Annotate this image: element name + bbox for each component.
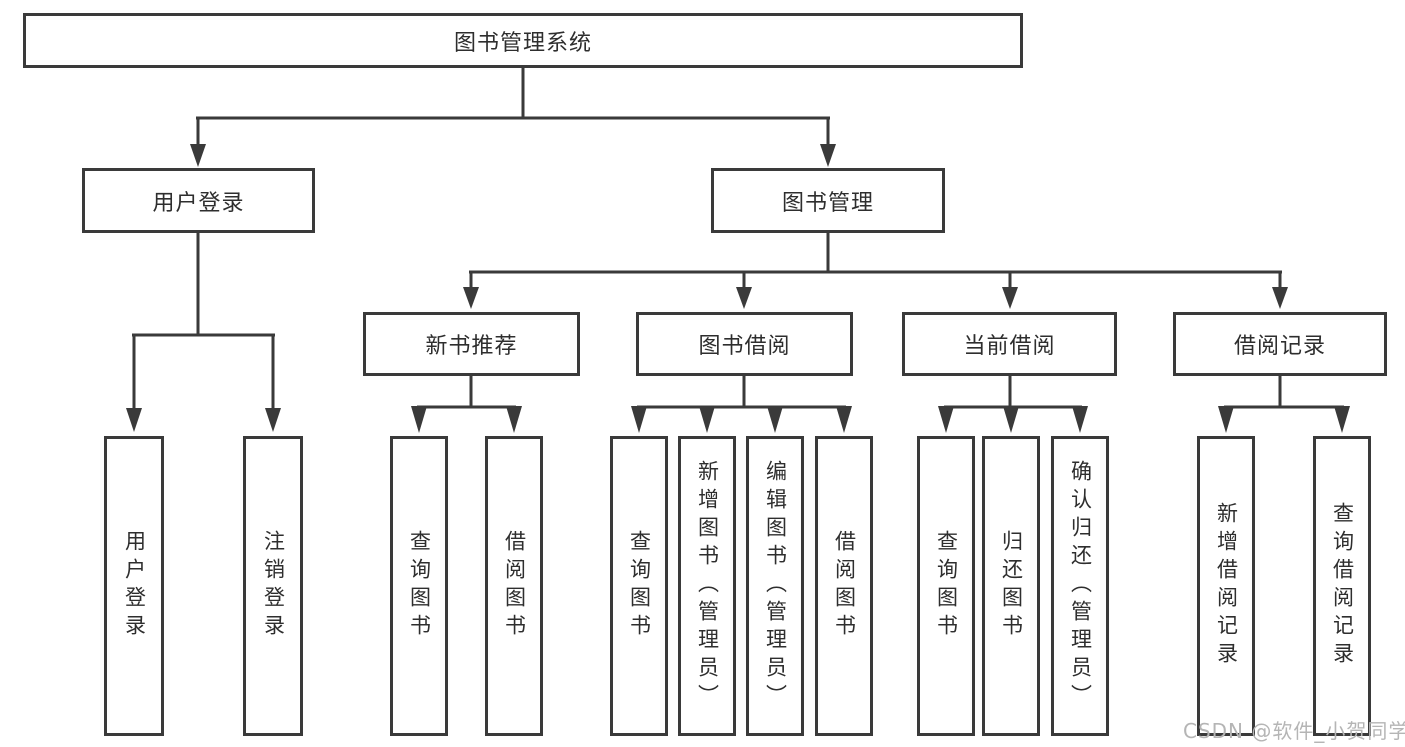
connector-mgmt-to-level3 — [463, 233, 1288, 309]
node-borrowing-records-label: 借阅记录 — [1233, 334, 1326, 359]
watermark: CSDN @软件_小贺同学 — [1183, 719, 1405, 743]
node-book-management: 图书管理 — [711, 168, 945, 233]
node-user-login: 用户登录 — [82, 168, 315, 233]
connector-current-to-leaves — [938, 376, 1088, 433]
node-new-book-recommend-label: 新书推荐 — [425, 334, 518, 359]
node-book-borrowing: 图书借阅 — [636, 312, 853, 376]
node-current-borrowing: 当前借阅 — [902, 312, 1117, 376]
leaf-current-query-books: 查询图书 — [917, 436, 975, 736]
connector-newbook-to-leaves — [411, 376, 522, 433]
connector-borrow-to-leaves — [631, 376, 852, 433]
leaf-newbook-borrow-books: 借阅图书 — [485, 436, 543, 736]
node-borrowing-records: 借阅记录 — [1173, 312, 1387, 376]
leaf-records-add-record: 新增借阅记录 — [1197, 436, 1255, 736]
leaf-current-return-books: 归还图书 — [982, 436, 1040, 736]
leaf-borrow-borrow-books: 借阅图书 — [815, 436, 873, 736]
node-new-book-recommend: 新书推荐 — [363, 312, 580, 376]
leaf-borrow-query-books: 查询图书 — [610, 436, 668, 736]
node-book-management-label: 图书管理 — [781, 190, 874, 216]
node-root: 图书管理系统 — [23, 13, 1023, 68]
leaf-current-confirm-return-admin: 确认归还（管理员） — [1051, 436, 1109, 736]
connector-records-to-leaves — [1218, 376, 1350, 433]
leaf-newbook-query-books: 查询图书 — [390, 436, 448, 736]
leaf-user-login: 用户登录 — [104, 436, 164, 736]
connector-root-to-level2 — [190, 68, 836, 167]
connector-login-to-leaves — [126, 233, 281, 432]
node-root-label: 图书管理系统 — [453, 30, 592, 56]
node-current-borrowing-label: 当前借阅 — [963, 334, 1056, 359]
node-user-login-label: 用户登录 — [152, 190, 245, 216]
node-book-borrowing-label: 图书借阅 — [698, 334, 791, 359]
leaf-logout: 注销登录 — [243, 436, 303, 736]
leaf-borrow-add-books-admin: 新增图书（管理员） — [678, 436, 736, 736]
leaf-borrow-edit-books-admin: 编辑图书（管理员） — [746, 436, 804, 736]
leaf-records-query-record: 查询借阅记录 — [1313, 436, 1371, 736]
